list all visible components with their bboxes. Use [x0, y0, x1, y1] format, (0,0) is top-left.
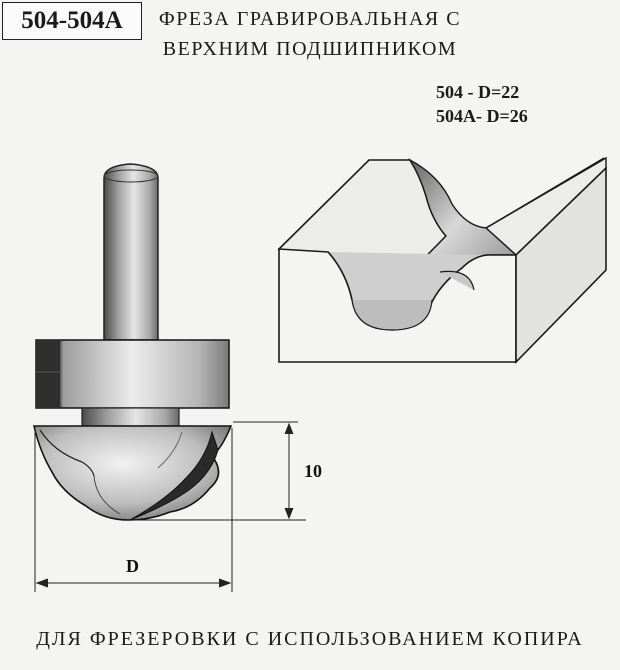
diameter-dimension: [34, 428, 233, 592]
router-bit: [32, 163, 233, 521]
workpiece-block: [277, 156, 607, 364]
product-title: ФРЕЗА ГРАВИРОВАЛЬНАЯ С ВЕРХНИМ ПОДШИПНИК…: [140, 4, 480, 64]
bit-shank: [103, 163, 159, 341]
model-number-badge: 504-504A: [2, 2, 142, 40]
height-dimension-label: 10: [304, 461, 322, 481]
height-dimension: [132, 421, 306, 521]
title-line-2: ВЕРХНИМ ПОДШИПНИКОМ: [162, 38, 458, 60]
spec-504a: 504A- D=26: [436, 106, 528, 126]
cutter-flute: [129, 430, 219, 521]
bit-collar: [81, 407, 180, 427]
diameter-dimension-label: D: [126, 556, 139, 576]
block-side-face: [515, 166, 607, 364]
footer-caption: ДЛЯ ФРЕЗЕРОВКИ С ИСПОЛЬЗОВАНИЕМ КОПИРА: [36, 628, 584, 650]
diameter-specs: 504 - D=22 504A- D=26: [436, 80, 528, 128]
bit-bearing: [35, 339, 230, 409]
title-line-1: ФРЕЗА ГРАВИРОВАЛЬНАЯ С: [158, 8, 462, 30]
spec-504: 504 - D=22: [436, 82, 520, 102]
